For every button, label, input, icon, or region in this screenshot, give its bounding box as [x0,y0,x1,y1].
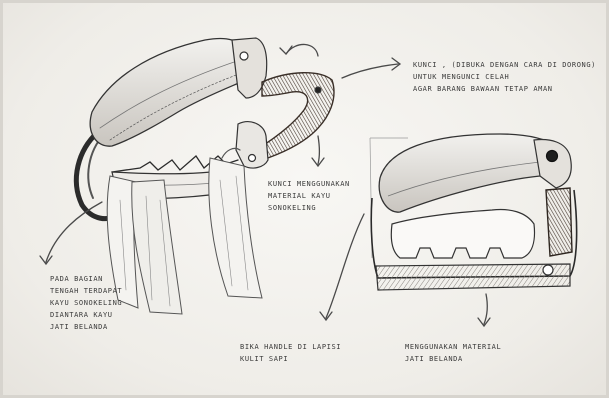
teak-material-note: MENGGUNAKAN MATERIAL JATI BELANDA [405,342,501,366]
leather-note-arrow [326,214,364,318]
middle-line-1: PADA BAGIAN [50,274,122,286]
key-note-arrow [342,64,398,78]
sonokeling-key-note: KUNCI MENGGUNAKAN MATERIAL KAYU SONOKELI… [268,179,350,215]
middle-line-5: JATI BELANDA [50,322,122,334]
leather-line-1: BIKA HANDLE DI LAPISI [240,342,341,354]
key-latch-line-3: AGAR BARANG BAWAAN TETAP AMAN [413,84,596,96]
carabiner-perspective-sketch [76,38,334,314]
key-latch-note: KUNCI , (DIBUKA DENGAN CARA DI DORONG) U… [413,60,596,96]
sonokeling-line-2: MATERIAL KAYU [268,191,350,203]
middle-part-arrow [46,202,102,262]
leather-handle [90,39,250,147]
teak-line-2: JATI BELANDA [405,354,501,366]
teak-note-arrow [484,294,487,324]
leather-handle-note: BIKA HANDLE DI LAPISI KULIT SAPI [240,342,341,366]
middle-line-2: TENGAH TERDAPAT [50,286,122,298]
key-latch-line-1: KUNCI , (DIBUKA DENGAN CARA DI DORONG) [413,60,596,72]
key-latch-line-2: UNTUK MENGUNCI CELAH [413,72,596,84]
sonokeling-key-gate [256,73,334,160]
sonokeling-arrow [318,136,320,164]
middle-line-4: DIANTARA KAYU [50,310,122,322]
teak-line-1: MENGGUNAKAN MATERIAL [405,342,501,354]
gate-rotation-arrow [286,44,318,56]
middle-line-3: KAYU SONOKELING [50,298,122,310]
carabiner-side-view-sketch [370,134,577,290]
jati-belanda-bar [376,264,570,290]
leather-line-2: KULIT SAPI [240,354,341,366]
middle-part-note: PADA BAGIAN TENGAH TERDAPAT KAYU SONOKEL… [50,274,122,333]
sonokeling-line-1: KUNCI MENGGUNAKAN [268,179,350,191]
sonokeling-line-3: SONOKELING [268,203,350,215]
